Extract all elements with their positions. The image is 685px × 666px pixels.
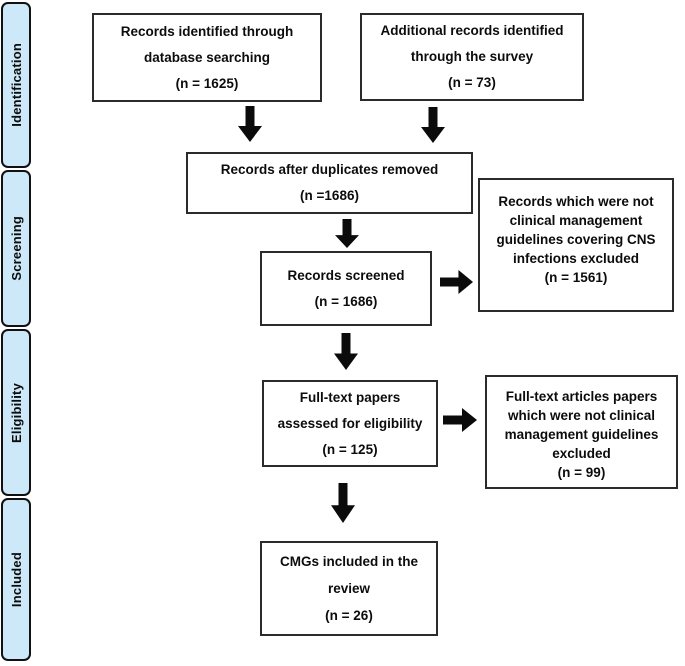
flow-box-fulltext-assessed: Full-text papers assessed for eligibilit… [262,380,438,467]
stage-label-eligibility: Eligibility [8,382,24,443]
box-line: (n = 1561) [544,270,608,285]
stage-label-included: Included [8,551,24,608]
box-line: Full-text articles papers [505,389,658,404]
box-line: through the survey [410,49,534,64]
stage-label-screening: Screening [8,216,24,281]
stage-label-identification: Identification [8,43,24,127]
box-line: review [327,581,371,596]
box-line: (n = 125) [322,441,378,457]
box-line: Records which were not [498,194,654,209]
flow-box-additional-records-survey: Additional records identified through th… [360,13,584,101]
flow-box-records-identified-database: Records identified through database sear… [92,13,322,102]
flow-box-cmgs-included: CMGs included in the review (n = 26) [260,541,438,636]
box-line: (n = 26) [325,608,373,623]
stage-bar-eligibility: Eligibility [1,329,31,496]
box-line: Records screened [287,267,405,283]
box-line: database searching [143,49,271,65]
down-arrow-icon [333,333,359,370]
stage-bar-identification: Identification [1,2,31,168]
box-line: clinical management [509,213,643,228]
flow-box-records-excluded-not-cmg: Records which were not clinical manageme… [478,178,674,312]
down-arrow-icon [237,106,263,142]
down-arrow-icon [420,107,446,143]
flow-box-records-after-duplicates-removed: Records after duplicates removed (n =168… [186,152,473,214]
box-line: Full-text papers [299,389,401,405]
flow-box-fulltext-excluded-not-cmg: Full-text articles papers which were not… [485,375,678,489]
box-line: CMGs included in the [279,554,418,569]
right-arrow-icon [440,269,473,295]
box-line: (n = 73) [448,75,496,90]
box-line: (n =1686) [300,188,359,203]
box-line: (n = 1625) [175,75,239,91]
stage-bar-included: Included [1,498,31,661]
flow-box-records-screened: Records screened (n = 1686) [260,251,432,326]
box-line: excluded [552,446,611,461]
down-arrow-icon [334,219,360,248]
right-arrow-icon [443,407,477,433]
box-line: which were not clinical [507,408,656,423]
box-line: Records identified through [120,23,294,39]
box-line: assessed for eligibility [277,415,423,431]
box-line: guidelines covering CNS [496,232,656,247]
down-arrow-icon [330,483,356,523]
stage-bar-screening: Screening [1,170,31,327]
box-line: (n = 1686) [314,293,378,309]
box-line: Records after duplicates removed [220,162,439,177]
box-line: infections excluded [512,251,640,266]
box-line: management guidelines [504,427,659,442]
box-line: Additional records identified [380,23,564,38]
box-line: (n = 99) [557,465,606,480]
